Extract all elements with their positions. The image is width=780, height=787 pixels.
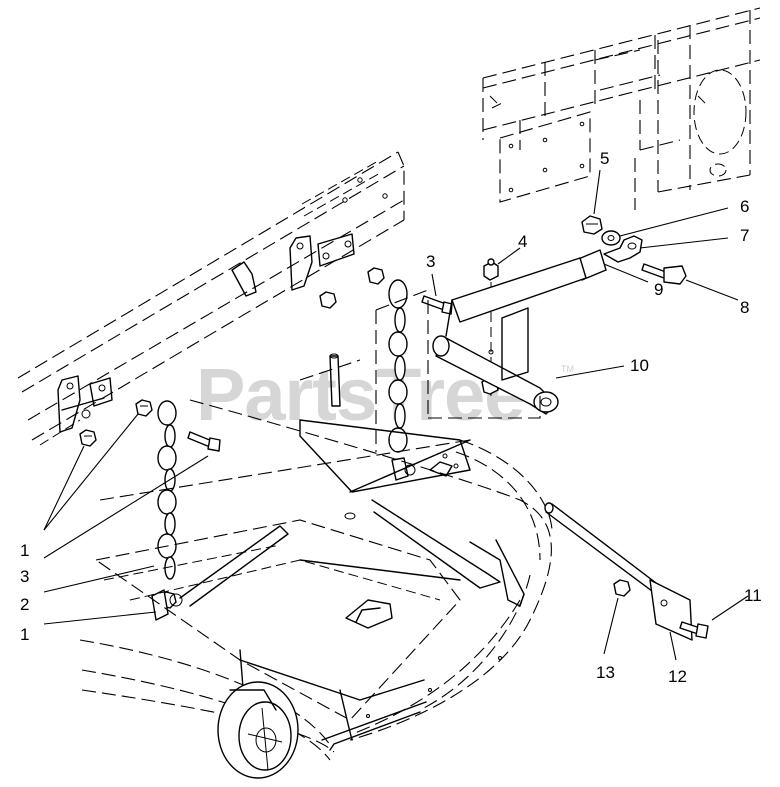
callout-11: 11 bbox=[744, 586, 762, 605]
callout-9: 9 bbox=[654, 280, 663, 299]
anti-scalp-rod bbox=[544, 502, 661, 595]
nut-item-5 bbox=[581, 215, 603, 235]
callout-6: 6 bbox=[740, 197, 749, 216]
rod-end-item-7 bbox=[603, 235, 643, 263]
callout-5: 5 bbox=[600, 149, 609, 168]
bolt-left-item-3 bbox=[187, 431, 221, 452]
bolt-item-8 bbox=[641, 263, 687, 285]
deck-bracket-right bbox=[231, 233, 355, 297]
callout-1: 1 bbox=[20, 625, 29, 644]
hex-nut bbox=[135, 399, 153, 417]
plate-item-12 bbox=[649, 579, 693, 641]
hex-nut bbox=[79, 429, 97, 447]
chain-right bbox=[388, 279, 416, 481]
callout-13: 13 bbox=[596, 663, 615, 682]
mower-deck bbox=[79, 353, 553, 761]
hex-nut bbox=[367, 267, 385, 285]
bolt-item-11 bbox=[679, 621, 709, 639]
callouts: 1 3 2 1 3 4 5 6 7 8 9 10 11 12 13 bbox=[20, 149, 762, 686]
pivot-tube-assembly-item-10 bbox=[375, 257, 587, 452]
hex-nut bbox=[319, 291, 337, 309]
callout-12: 12 bbox=[668, 667, 687, 686]
callout-4: 4 bbox=[518, 232, 527, 251]
callout-3: 3 bbox=[426, 252, 435, 271]
callout-8: 8 bbox=[740, 298, 749, 317]
callout-2: 2 bbox=[20, 595, 29, 614]
leader-lines bbox=[43, 169, 749, 661]
bolt-right-item-3 bbox=[421, 295, 453, 315]
nut-item-13 bbox=[613, 579, 631, 597]
chain-left bbox=[151, 400, 183, 621]
washer-item-6 bbox=[601, 230, 621, 246]
callout-3: 3 bbox=[20, 567, 29, 586]
callout-7: 7 bbox=[740, 226, 749, 245]
hex-nuts-item-1 bbox=[79, 267, 385, 609]
watermark-trademark: TM bbox=[561, 364, 574, 374]
gauge-wheel bbox=[217, 681, 299, 779]
deck-bracket-left bbox=[57, 375, 113, 433]
tractor-frame bbox=[482, 7, 761, 210]
callout-10: 10 bbox=[630, 356, 649, 375]
callout-1: 1 bbox=[20, 541, 29, 560]
